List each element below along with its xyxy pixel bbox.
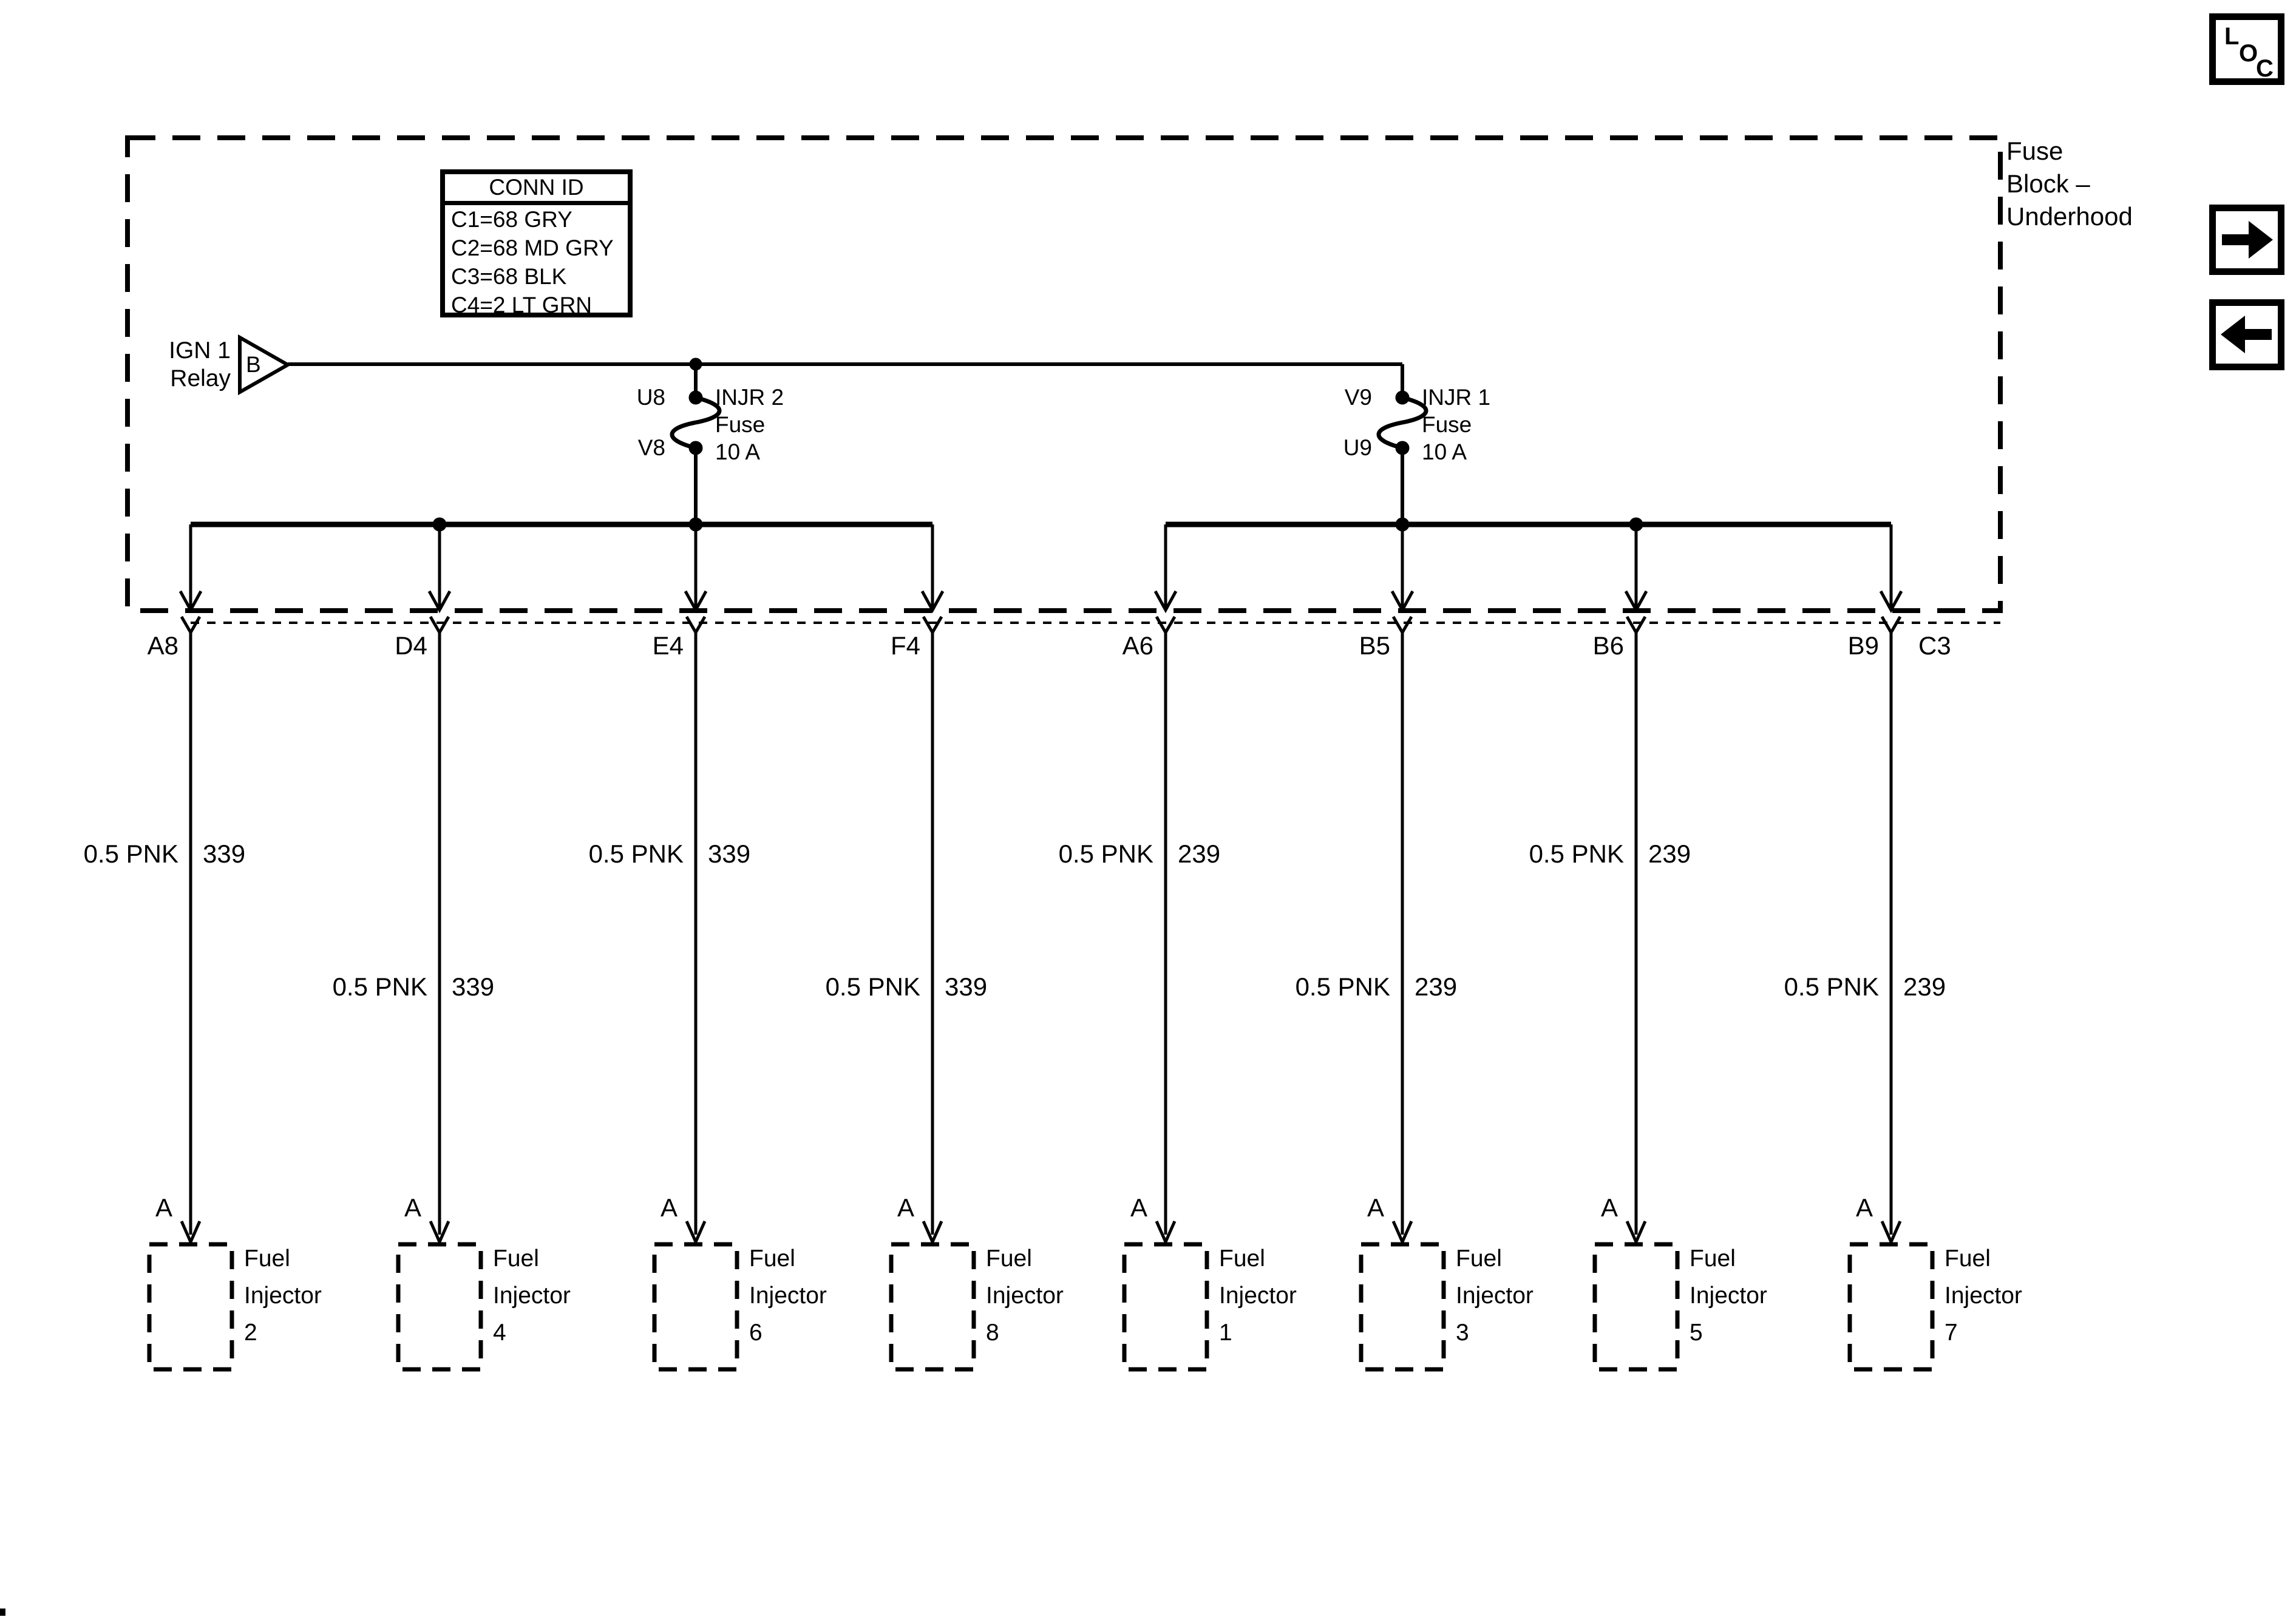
previous-page-button[interactable] [2209,299,2284,370]
wire-circuit-a6: 239 [1178,839,1221,868]
fuse-injr1-type: Fuse [1422,412,1472,437]
relay-name-line1: IGN 1 [169,337,231,364]
wire-column-a8 [147,524,234,1372]
fuse-injr1-top-pin: V9 [1344,385,1372,410]
loc-letter-o: O [2239,40,2258,67]
wire-column-d4 [396,524,483,1372]
wire-circuit-a8: 339 [203,839,246,868]
arrow-left-icon [2221,316,2272,353]
wire-circuit-e4: 339 [708,839,751,868]
fuse-injr2-type: Fuse [715,412,766,437]
injector-4-label: Fuel Injector 4 [493,1246,571,1346]
inj-pin-a8: A [155,1193,172,1222]
pin-label-b5: B5 [1359,631,1390,660]
pin-label-a8: A8 [147,631,178,660]
injector-8-label: Fuel Injector 8 [986,1246,1064,1346]
injector-5-label: Fuel Injector 5 [1690,1246,1767,1346]
conn-id-row-c1: C1=68 GRY [451,207,572,232]
pin-label-d4: D4 [395,631,427,660]
inj-pin-e4: A [660,1193,678,1222]
wire-column-b5 [1359,524,1446,1372]
wire-color-f4: 0.5 PNK [825,972,920,1001]
wire-column-e4 [652,524,739,1372]
pin-label-b9: B9 [1847,631,1879,660]
relay-name-line2: Relay [170,365,231,392]
fuse-block-title-line1: Fuse [2006,137,2063,165]
pin-label-a6: A6 [1122,631,1153,660]
relay-pin-label: B [246,352,261,377]
page-edge-mark [0,1609,5,1616]
wire-color-b9: 0.5 PNK [1784,972,1879,1001]
injector-1-label: Fuel Injector 1 [1219,1246,1297,1346]
fuse-injr1-rating: 10 A [1422,439,1467,464]
fuse-injr2-bottom-pin: V8 [637,435,665,460]
injector-2-label: Fuel Injector 2 [244,1246,322,1346]
fuse-injr1-bottom-pin: U9 [1343,435,1372,460]
arrow-right-icon [2222,221,2273,259]
wire-color-d4: 0.5 PNK [332,972,427,1001]
conn-id-row-c4: C4=2 LT GRN [451,293,593,317]
conn-id-table: CONN ID C1=68 GRY C2=68 MD GRY C3=68 BLK… [440,169,633,317]
fuse-injr1-symbol [1376,364,1428,524]
fuse-injr2-symbol [670,358,722,524]
right-bus [1166,517,1891,532]
wire-circuit-f4: 339 [945,972,988,1001]
injector-3-label: Fuel Injector 3 [1456,1246,1533,1346]
wire-column-b9 [1847,524,1935,1372]
inj-pin-b5: A [1367,1193,1384,1222]
wire-column-f4 [889,524,976,1372]
conn-id-row-c2: C2=68 MD GRY [451,236,614,260]
next-page-button[interactable] [2209,205,2284,275]
conn-id-header: CONN ID [445,174,628,205]
injector-6-label: Fuel Injector 6 [749,1246,827,1346]
connector-id-label: C3 [1918,631,1951,660]
conn-id-row-c3: C3=68 BLK [451,264,567,289]
injector-7-label: Fuel Injector 7 [1944,1246,2022,1346]
loc-letter-c: C [2256,55,2274,82]
wire-color-b5: 0.5 PNK [1295,972,1390,1001]
wire-circuit-b5: 239 [1415,972,1458,1001]
fuse-injr2-top-pin: U8 [636,385,665,410]
fuse-block-title-line3: Underhood [2006,202,2133,231]
loc-button[interactable]: L O C [2209,13,2284,85]
ign1-relay-symbol [238,334,1402,396]
left-bus [191,517,932,532]
inj-pin-b9: A [1855,1193,1873,1222]
wire-circuit-d4: 339 [452,972,495,1001]
pin-label-e4: E4 [652,631,684,660]
fuse-injr1-name: INJR 1 [1422,385,1491,410]
wire-circuit-b9: 239 [1903,972,1946,1001]
wire-color-e4: 0.5 PNK [588,839,684,868]
wire-color-a6: 0.5 PNK [1058,839,1153,868]
inj-pin-b6: A [1600,1193,1618,1222]
fuse-block-title: Fuse Block – Underhood [2006,135,2292,233]
fuse-injr2-rating: 10 A [715,439,761,464]
wire-color-b6: 0.5 PNK [1529,839,1624,868]
fuse-injr2-name: INJR 2 [715,385,784,410]
inj-pin-a6: A [1130,1193,1147,1222]
loc-letter-l: L [2224,23,2240,50]
wire-color-a8: 0.5 PNK [83,839,178,868]
wire-circuit-b6: 239 [1648,839,1691,868]
pin-label-f4: F4 [890,631,920,660]
pin-label-b6: B6 [1592,631,1624,660]
wire-columns [147,524,1935,1372]
fuse-block-outline [125,135,2003,613]
wire-column-a6 [1122,524,1209,1372]
inj-pin-d4: A [404,1193,421,1222]
wire-column-b6 [1592,524,1680,1372]
inj-pin-f4: A [897,1193,914,1222]
fuse-block-title-line2: Block – [2006,169,2090,198]
